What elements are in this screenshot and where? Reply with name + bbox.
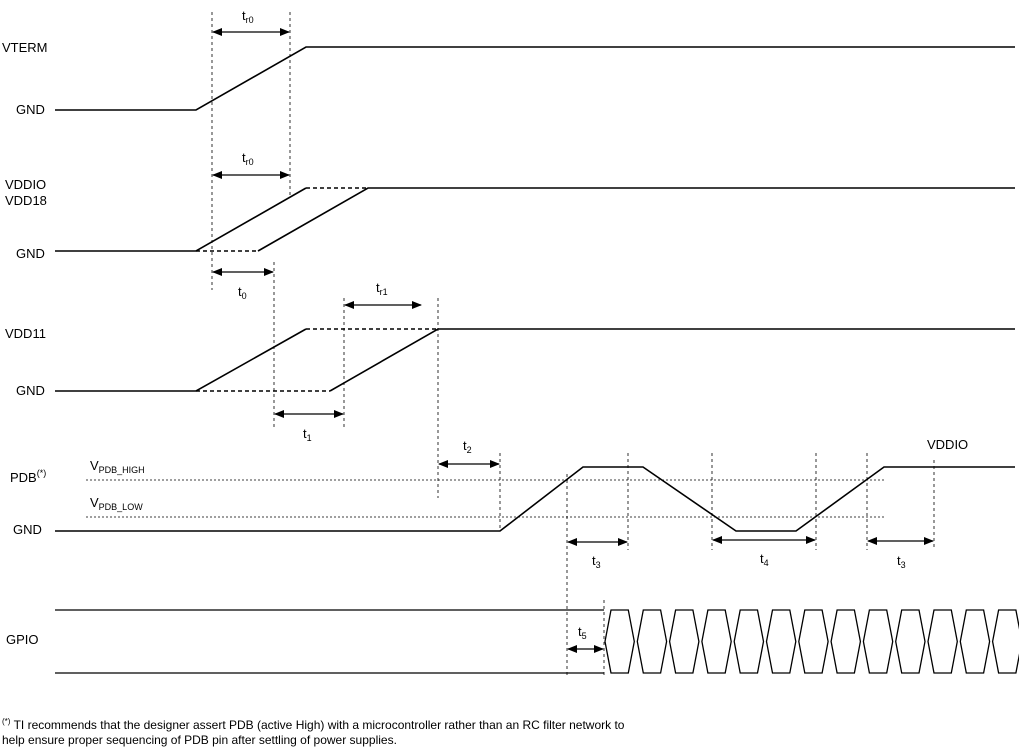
vpdb-low-v: V [90,495,99,510]
gpio-data-cell [668,609,700,674]
vddio-label: VDDIO [5,177,46,192]
pdb-vddio-level-label: VDDIO [927,437,968,452]
gpio-data-cell [798,609,829,674]
gpio-data-cell [862,609,894,674]
tr0-t: t [242,8,246,23]
vdd18-label: VDD18 [5,193,47,208]
t4-label: t4 [760,551,769,568]
gpio-data-cell [991,609,1019,674]
vddio-gnd-label: GND [16,246,45,261]
footnote-mark: (*) [2,717,11,726]
t4-sub: 4 [764,558,769,568]
gpio-data-cell [604,609,635,674]
vpdb-high-sub: PDB_HIGH [99,465,145,475]
footnote-line-2: help ensure proper sequencing of PDB pin… [2,733,397,747]
vpdb-low-label: VPDB_LOW [90,495,143,512]
gpio-data-cell [959,609,991,674]
tr0-vterm-label: tr0 [242,8,254,25]
vpdb-low-sub: PDB_LOW [99,502,144,512]
tr1-sub: r1 [380,287,388,297]
gpio-label: GPIO [6,632,39,647]
gpio-data-cell [895,609,926,674]
timing-diagram: VTERM GND VDDIO VDD18 GND VDD11 GND PDB(… [2,8,1019,676]
gpio-data-cell [733,609,765,674]
t2-sub: 2 [467,445,472,455]
vdd11-gnd-label: GND [16,383,45,398]
t3-sub: 3 [596,560,601,570]
vterm-label: VTERM [2,40,48,55]
gpio-data-cell [701,609,732,674]
footnote-text-1: TI recommends that the designer assert P… [10,718,625,732]
t1-t: t [303,426,307,441]
vdd11-first-ramp [55,328,307,392]
t2-label: t2 [463,438,472,455]
pdb-waveform [55,466,1015,532]
gpio-data-cells [604,609,1019,674]
vdd11-label: VDD11 [5,326,46,341]
gpio-data-cell [927,609,958,674]
t3-second-label: t3 [897,553,906,570]
pdb-label-text: PDB [10,470,37,485]
t0-label: t0 [238,284,247,301]
t1-label: t1 [303,426,312,443]
footnote: (*) TI recommends that the designer asse… [2,714,902,748]
vpdb-high-label: VPDB_HIGH [90,458,145,475]
footnote-line-1: (*) TI recommends that the designer asse… [2,714,902,733]
vterm-gnd-label: GND [16,102,45,117]
vpdb-high-v: V [90,458,99,473]
tr0-sub: r0 [246,15,254,25]
pdb-footnote-mark: (*) [37,468,47,478]
tr0-vddio-label: tr0 [242,150,254,167]
tr1-label: tr1 [376,280,388,297]
gpio-data-cell [636,609,668,674]
gpio-data-cell [765,609,797,674]
pdb-gnd-label: GND [13,522,42,537]
t0-sub: 0 [242,291,247,301]
vdd11-waveform [329,328,1015,392]
t3b-sub: 3 [901,560,906,570]
t4-t: t [760,551,764,566]
t2-t: t [463,438,467,453]
t5-t: t [578,624,582,639]
t3-first-label: t3 [592,553,601,570]
t1-sub: 1 [307,433,312,443]
t0-t: t [238,284,242,299]
vddio-waveform [55,187,307,252]
pdb-label: PDB(*) [10,468,46,485]
tr0-t2: t [242,150,246,165]
t3b-t: t [897,553,901,568]
vterm-waveform [55,46,1015,111]
tr1-t: t [376,280,380,295]
vdd18-waveform [257,187,1015,252]
t5-label: t5 [578,624,587,641]
tr0-sub2: r0 [246,157,254,167]
gpio-data-cell [830,609,862,674]
t3-t: t [592,553,596,568]
t5-sub: 5 [582,631,587,641]
